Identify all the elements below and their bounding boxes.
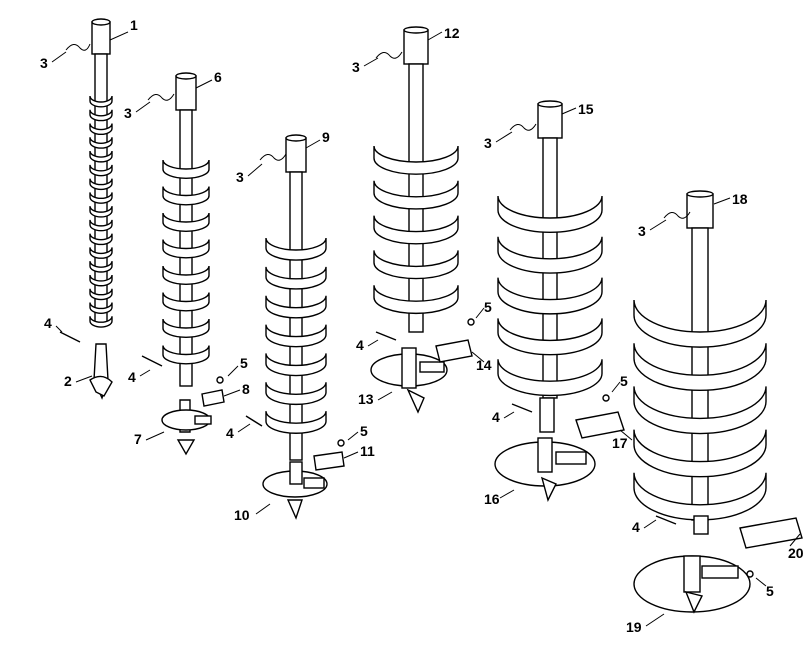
callout-3: 3 (484, 135, 492, 151)
auger-flight (497, 195, 603, 233)
auger-flight (162, 292, 210, 312)
auger-flight (265, 266, 327, 290)
callout-16: 16 (484, 491, 500, 507)
auger-flight (265, 382, 327, 406)
auger-flight (373, 215, 459, 245)
callout-9: 9 (322, 129, 330, 145)
auger-flight (373, 180, 459, 210)
auger-flight (265, 353, 327, 377)
auger-flight (162, 265, 210, 285)
auger-flight (633, 429, 767, 478)
callout-4: 4 (356, 337, 364, 353)
auger-flight (162, 159, 210, 179)
callout-2: 2 (64, 373, 72, 389)
auger-flight (265, 295, 327, 319)
callout-3: 3 (638, 223, 646, 239)
auger-flight (497, 318, 603, 356)
auger-18 (633, 190, 803, 614)
callout-5: 5 (620, 373, 628, 389)
auger-12 (370, 26, 475, 414)
auger-flight (162, 212, 210, 232)
auger-flight (162, 318, 210, 338)
pins (59, 43, 691, 525)
callout-14: 14 (476, 357, 492, 373)
callout-8: 8 (242, 381, 250, 397)
auger-flight (265, 237, 327, 261)
auger-flight (89, 274, 113, 287)
callout-15: 15 (578, 101, 594, 117)
auger-1 (89, 18, 113, 400)
callout-12: 12 (444, 25, 460, 41)
callout-3: 3 (124, 105, 132, 121)
callout-4: 4 (632, 519, 640, 535)
callout-5: 5 (484, 299, 492, 315)
auger-flight (89, 137, 113, 149)
auger-flight (89, 247, 113, 259)
auger-flight (89, 192, 113, 204)
callout-4: 4 (128, 369, 136, 385)
auger-flight (497, 277, 603, 315)
callout-17: 17 (612, 435, 628, 451)
auger-flight (265, 411, 327, 434)
auger-flight (162, 186, 210, 206)
auger-flight (373, 285, 459, 315)
auger-flight (89, 316, 113, 328)
callout-19: 19 (626, 619, 642, 635)
auger-flight (265, 324, 327, 348)
callout-5: 5 (360, 423, 368, 439)
auger-flight (162, 239, 210, 259)
callout-7: 7 (134, 431, 142, 447)
auger-flight (89, 288, 113, 301)
auger-flight (89, 302, 113, 314)
auger-flight (633, 472, 767, 521)
auger-flight (497, 359, 603, 397)
callouts: 1 3 6 3 9 3 12 3 15 3 18 3 4 2 4 5 8 7 4… (40, 17, 804, 635)
auger-flight (373, 250, 459, 280)
auger-flight (89, 219, 113, 232)
callout-1: 1 (130, 17, 138, 33)
callout-4: 4 (44, 315, 52, 331)
auger-flight (89, 164, 113, 177)
auger-flight (373, 145, 459, 175)
callout-3: 3 (352, 59, 360, 75)
auger-9 (262, 134, 345, 520)
auger-flight (633, 343, 767, 391)
callout-20: 20 (788, 545, 804, 561)
callout-3: 3 (40, 55, 48, 71)
callout-10: 10 (234, 507, 250, 523)
auger-flight (89, 233, 113, 246)
auger-flight (89, 109, 113, 122)
callout-4: 4 (226, 425, 234, 441)
auger-flight (162, 345, 210, 365)
callout-13: 13 (358, 391, 374, 407)
callout-5: 5 (240, 355, 248, 371)
callout-18: 18 (732, 191, 748, 207)
auger-flight (633, 386, 767, 435)
callout-6: 6 (214, 69, 222, 85)
auger-15 (494, 100, 625, 502)
auger-flight (89, 95, 113, 108)
auger-flight (89, 261, 113, 273)
auger-flight (497, 236, 603, 274)
callout-11: 11 (360, 443, 375, 459)
auger-flight (89, 178, 113, 191)
auger-6 (161, 72, 225, 456)
callout-5: 5 (766, 583, 774, 599)
auger-flight (633, 299, 767, 348)
auger-flight (89, 123, 113, 136)
auger-flight (89, 205, 113, 218)
leader-lines (51, 31, 801, 627)
callout-4: 4 (492, 409, 500, 425)
callout-3: 3 (236, 169, 244, 185)
auger-flight (89, 150, 113, 163)
